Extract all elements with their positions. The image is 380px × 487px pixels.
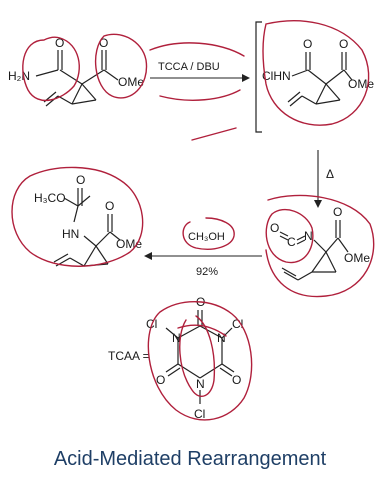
label-n-tcaa-right: N bbox=[217, 331, 226, 345]
label-o-iso: O bbox=[270, 221, 279, 235]
label-n-tcaa-left: N bbox=[172, 331, 181, 345]
reagent-yield: 92% bbox=[196, 266, 218, 278]
arrow-step3: CH₃OH 92% bbox=[144, 231, 262, 278]
handwritten-annotations bbox=[11, 20, 375, 421]
label-o-carbamate: O bbox=[76, 173, 85, 187]
reagent-tcca-dbu: TCCA / DBU bbox=[158, 61, 220, 73]
label-tcaa: TCAA = bbox=[108, 349, 150, 363]
label-o-amide: O bbox=[55, 36, 64, 50]
label-ome-2: OMe bbox=[348, 77, 374, 91]
reagent-heat: Δ bbox=[326, 167, 334, 181]
label-c-iso: C bbox=[287, 235, 296, 249]
molecule-chloroamide: ClHN O O OMe bbox=[255, 21, 374, 133]
label-o-ester-2: O bbox=[339, 37, 348, 51]
label-ome-3: OMe bbox=[344, 251, 370, 265]
reagent-methanol: CH₃OH bbox=[188, 231, 225, 243]
arrow-heat: Δ bbox=[314, 150, 334, 208]
label-o-ester-4: O bbox=[105, 199, 114, 213]
label-h2n: H₂N bbox=[8, 69, 30, 83]
slide-caption: Acid-Mediated Rearrangement bbox=[53, 448, 327, 470]
label-n-iso: N bbox=[304, 229, 313, 243]
label-h3co: H₃CO bbox=[34, 191, 66, 205]
label-ome-1: OMe bbox=[118, 75, 144, 89]
label-o-tcaa-right: O bbox=[232, 373, 241, 387]
label-ome-4: OMe bbox=[116, 237, 142, 251]
label-hn: HN bbox=[62, 227, 79, 241]
label-o-ester: O bbox=[99, 36, 108, 50]
molecule-isocyanate: O C N O OMe bbox=[270, 205, 370, 281]
label-o-tcaa-left: O bbox=[156, 373, 165, 387]
molecule-carbamate: H₃CO O HN O OMe bbox=[34, 173, 142, 267]
arrow-step1: TCCA / DBU bbox=[150, 61, 250, 82]
label-n-tcaa-bottom: N bbox=[196, 377, 205, 391]
structure-tcaa: TCAA = O O O N N N Cl Cl Cl bbox=[108, 295, 243, 421]
label-cl-bottom: Cl bbox=[194, 407, 205, 421]
label-cl-right: Cl bbox=[232, 317, 243, 331]
molecule-amide: H₂N O O OMe bbox=[8, 36, 144, 107]
label-o-ester-3: O bbox=[333, 205, 342, 219]
label-clhn: ClHN bbox=[262, 69, 291, 83]
label-o-chloroamide: O bbox=[303, 37, 312, 51]
